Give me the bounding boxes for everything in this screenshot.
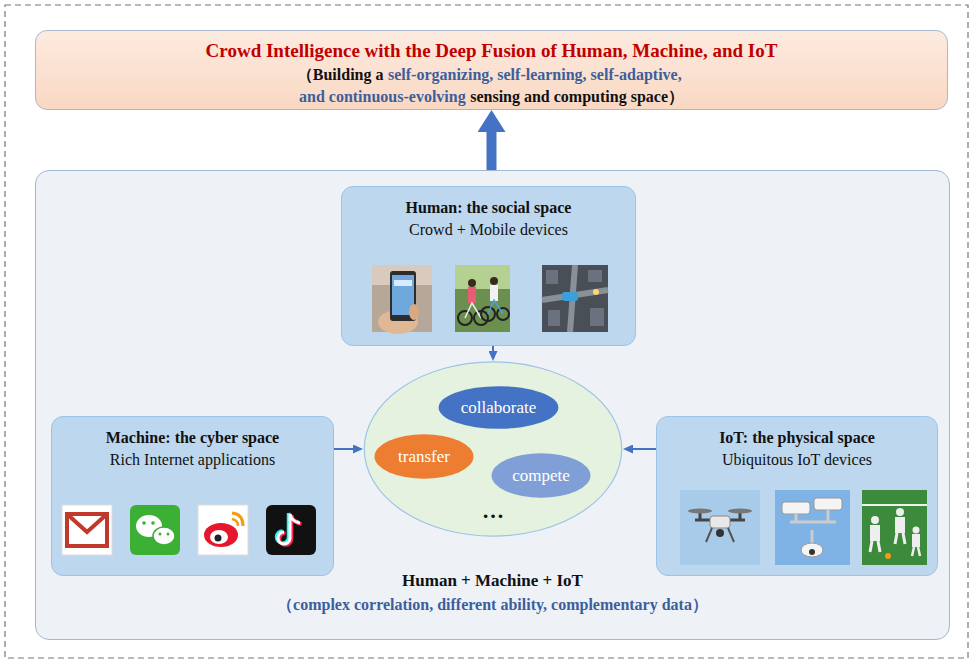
subtitle-line: （Building aself-organizing, self-learnin… xyxy=(36,64,947,108)
connector-arrow xyxy=(487,132,497,170)
box-body: Ubiquitous IoT devices xyxy=(657,449,937,471)
robot-soccer-image xyxy=(862,490,927,565)
subtitle-part: sensing and computing space） xyxy=(470,88,684,105)
subtitle-part: self-organizing, self-learning, self-ada… xyxy=(388,66,682,83)
wechat-icon xyxy=(130,505,180,555)
panel-note: （complex correlation, different ability,… xyxy=(36,593,949,617)
fusion-panel: Human + Machine + IoT（complex correlatio… xyxy=(35,170,950,640)
relation-oval: transfer xyxy=(374,434,474,479)
subtitle-part: （Building a xyxy=(297,66,384,83)
box-body: Crowd + Mobile devices xyxy=(342,219,635,241)
panel-heading: Human + Machine + IoT xyxy=(36,569,949,593)
oval-label: transfer xyxy=(398,447,450,467)
mail-icon xyxy=(62,505,112,555)
box-heading: Human: the social space xyxy=(342,197,635,219)
panel-footer: Human + Machine + IoT（complex correlatio… xyxy=(36,569,949,617)
surveillance-camera-image xyxy=(775,490,850,565)
oval-label: collaborate xyxy=(461,398,537,418)
drone-image xyxy=(680,490,760,565)
cycling-photo xyxy=(455,265,510,332)
space-box: IoT: the physical spaceUbiquitous IoT de… xyxy=(656,416,938,576)
oval-label: compete xyxy=(512,466,570,486)
main-title: Crowd Intelligence with the Deep Fusion … xyxy=(36,38,947,64)
relation-oval: compete xyxy=(491,453,591,498)
box-heading: Machine: the cyber space xyxy=(52,427,333,449)
tiktok-icon xyxy=(266,505,316,555)
space-box: Machine: the cyber spaceRich Internet ap… xyxy=(51,416,334,576)
ellipsis-text: … xyxy=(363,501,623,521)
dashed-frame xyxy=(5,5,968,658)
title-box: Crowd Intelligence with the Deep Fusion … xyxy=(35,30,948,110)
box-heading: IoT: the physical space xyxy=(657,427,937,449)
space-box: Human: the social spaceCrowd + Mobile de… xyxy=(341,186,636,346)
phone-photo xyxy=(372,265,432,334)
box-body: Rich Internet applications xyxy=(52,449,333,471)
relation-oval: collaborate xyxy=(438,386,559,429)
weibo-icon xyxy=(198,505,248,555)
subtitle-part: and continuous-evolving xyxy=(299,88,466,105)
interaction-ellipse: … collaborate transfer compete xyxy=(363,361,623,537)
city-traffic-image xyxy=(542,265,608,332)
